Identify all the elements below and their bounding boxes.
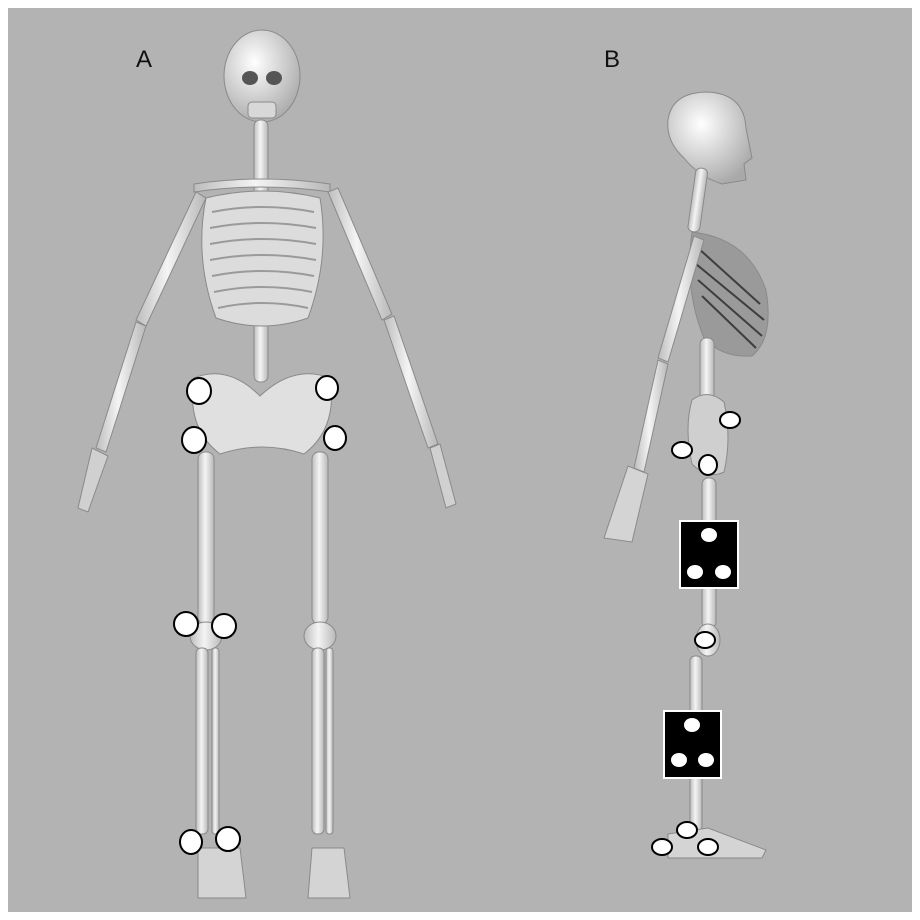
marker-knee-lateral [174, 612, 198, 636]
marker-ankle-lateral [180, 830, 202, 854]
marker-knee-medial [212, 614, 236, 638]
marker-toe [698, 839, 718, 855]
marker-asis-side [672, 442, 692, 458]
marker-heel [652, 839, 672, 855]
marker-ankle-medial [216, 827, 240, 851]
skull-side [668, 92, 752, 184]
marker-hip-left [182, 427, 206, 453]
marker-hip-side [699, 455, 717, 475]
figure-canvas: A B [8, 8, 912, 912]
marker-asis-left [187, 378, 211, 404]
panel-label-a: A [136, 46, 152, 74]
femur-right-front [312, 452, 328, 624]
marker-hip-right [324, 426, 346, 450]
marker-cluster-thigh [680, 521, 738, 588]
panel-label-b: B [604, 46, 620, 74]
marker-knee-side [695, 632, 715, 648]
marker-asis-right [316, 376, 338, 400]
marker-psis [720, 412, 740, 428]
marker-cluster-shank [664, 711, 721, 778]
marker-ankle-side [677, 822, 697, 838]
femur-left-front [198, 452, 214, 624]
skeleton-front-view [78, 30, 456, 898]
pelvis-front [192, 374, 331, 454]
skeleton-illustration [8, 8, 912, 912]
